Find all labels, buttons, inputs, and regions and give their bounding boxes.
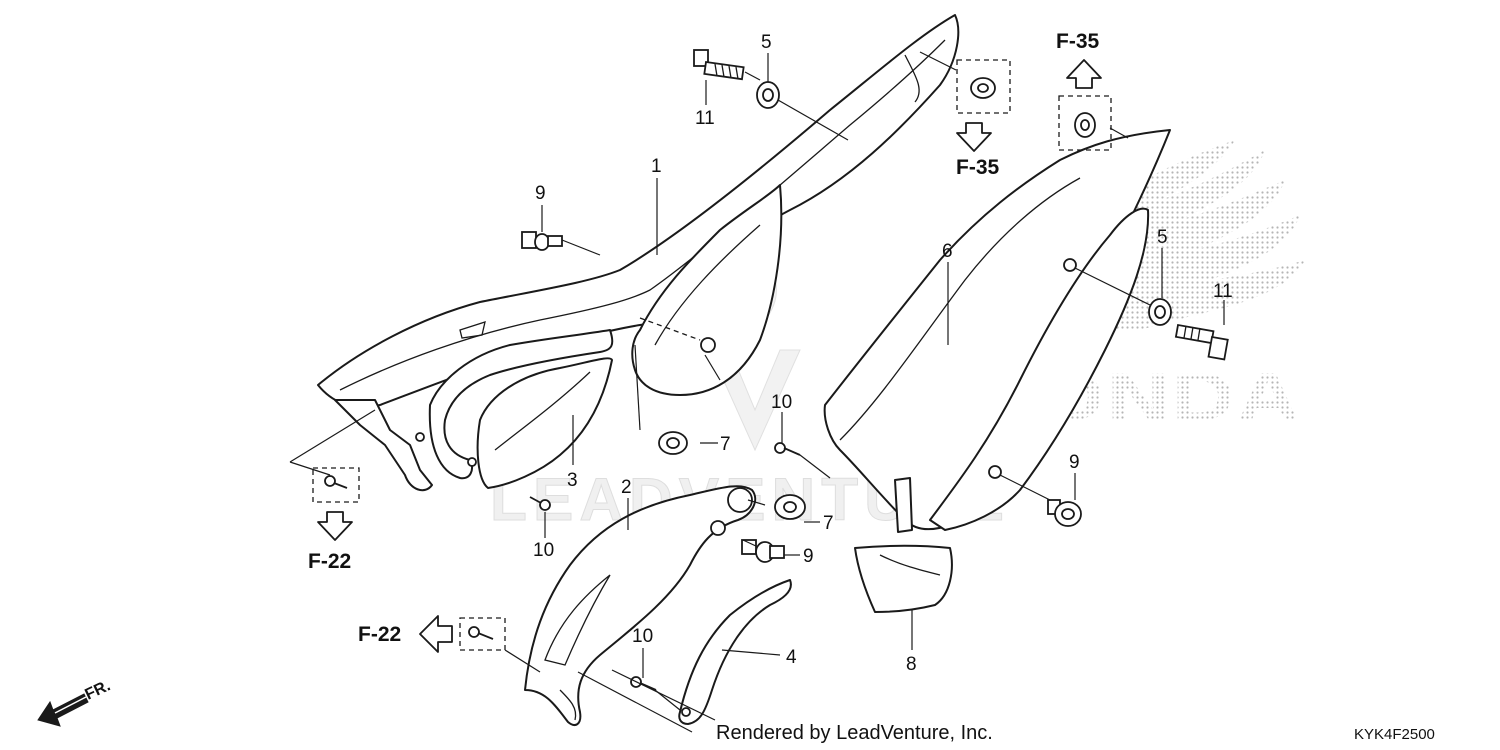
arrow-up-f35 [1066, 59, 1102, 89]
grommet-7-right [774, 494, 806, 520]
part-label-9-center: 9 [803, 546, 814, 567]
screw-10-center [529, 496, 551, 511]
part-8-small-tray [854, 544, 953, 613]
ref-box-f22-bottom-left [312, 467, 360, 503]
part-label-2: 2 [621, 477, 632, 498]
ref-label-f22-left: F-22 [358, 623, 401, 646]
grommet-5-top-boxed [970, 77, 996, 99]
ref-box-f35-top-right [1058, 95, 1112, 151]
arrow-down-f22 [317, 511, 353, 541]
part-6-right-side-cover [823, 129, 1171, 533]
bolt-11-right [1174, 323, 1229, 361]
screw-10-bottom [630, 676, 657, 691]
part-3-inner-panel [428, 329, 614, 489]
ref-label-f22-bottom-left: F-22 [308, 550, 351, 573]
bolt-9-center [741, 539, 785, 563]
part-label-6: 6 [942, 241, 953, 262]
front-indicator-label: FR. [83, 677, 114, 703]
bolt-11-top [693, 49, 745, 81]
part-label-3: 3 [567, 470, 578, 491]
part-4-lower-bracket [678, 579, 792, 725]
ref-box-f22-left [459, 617, 506, 651]
screw-boxed-left [468, 626, 494, 640]
arrow-left-f22 [419, 615, 453, 653]
ref-label-f35-top-right: F-35 [1056, 30, 1100, 53]
screw-10-right [774, 442, 801, 456]
part-label-10-center: 10 [533, 540, 554, 561]
bolt-9-top-left [521, 231, 563, 251]
part-label-10-right: 10 [771, 392, 792, 413]
part-label-11-top: 11 [695, 108, 715, 129]
grommet-5-right [1148, 298, 1172, 326]
ref-label-f35-top: F-35 [956, 156, 1000, 179]
part-label-9-top: 9 [535, 183, 546, 204]
part-label-8: 8 [906, 654, 917, 675]
part-label-11-right: 11 [1213, 281, 1233, 302]
credit-text: Rendered by LeadVenture, Inc. [716, 722, 993, 744]
part-label-10-bottom: 10 [632, 626, 653, 647]
part-label-7-center: 7 [720, 434, 731, 455]
diagram-code: KYK4F2500 [1354, 726, 1435, 743]
leader-lines [289, 51, 1225, 733]
part-label-5-right: 5 [1157, 227, 1168, 248]
part-2-lower-cover [524, 485, 757, 726]
part-number-labels: 1 2 3 4 5 5 6 7 7 8 9 9 9 10 10 10 11 11 [533, 32, 1233, 675]
part-label-5-top: 5 [761, 32, 772, 53]
arrow-down-f35 [956, 122, 992, 152]
bolt-9-right [1047, 499, 1082, 527]
reference-labels: F-35 F-35 F-22 F-22 [308, 30, 1100, 646]
grommet-top-right-boxed [1074, 112, 1096, 138]
grommet-7-center [658, 431, 688, 455]
part-label-7-right: 7 [823, 513, 834, 534]
part-label-1: 1 [651, 156, 662, 177]
part-label-4: 4 [786, 647, 797, 668]
front-direction-indicator: FR. [37, 677, 114, 727]
part-label-9-right: 9 [1069, 452, 1080, 473]
screw-boxed-bottom-left [324, 475, 348, 489]
grommet-5-top [756, 81, 780, 109]
